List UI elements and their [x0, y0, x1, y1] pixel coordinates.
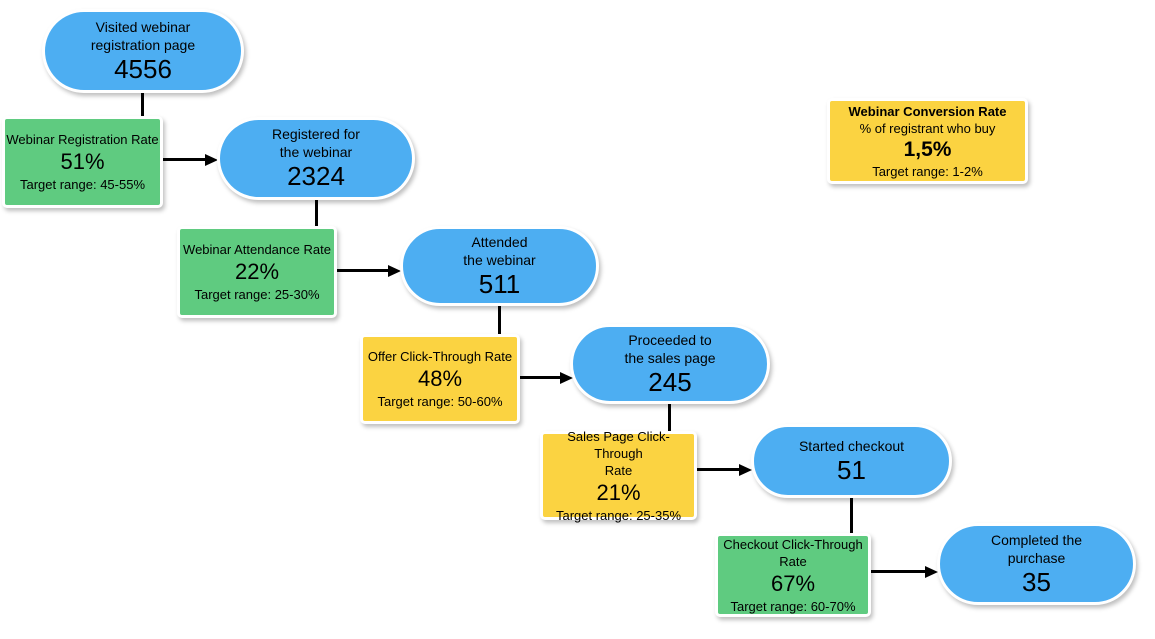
rate-target-range: Target range: 60-70% — [730, 598, 856, 614]
node-label: Completed the purchase — [990, 531, 1083, 566]
node-label: Started checkout — [798, 437, 905, 454]
rate-value: 48% — [417, 366, 463, 391]
connector-checkout-to-checkout-rate — [850, 497, 853, 534]
arrow-shaft — [337, 269, 388, 272]
node-proceeded-to-sales-page: Proceeded to the sales page 245 — [570, 324, 770, 404]
node-value: 35 — [1022, 566, 1051, 597]
rate-value: 51% — [60, 149, 105, 174]
rate-title: Webinar Conversion Rate — [848, 103, 1007, 119]
arrow-shaft — [520, 376, 560, 379]
rate-value: 21% — [596, 479, 641, 505]
rate-box-webinar-conversion-rate: Webinar Conversion Rate % of registrant … — [827, 98, 1028, 184]
arrow-shaft — [871, 570, 925, 573]
node-value: 2324 — [287, 161, 345, 191]
node-visited-registration-page: Visited webinar registration page 4556 — [42, 9, 244, 93]
rate-box-webinar-registration-rate: Webinar Registration Rate 51% Target ran… — [2, 116, 163, 208]
arrow-head-icon — [388, 264, 401, 277]
rate-value: 1,5% — [903, 137, 952, 161]
rate-target-range: Target range: 45-55% — [19, 177, 146, 192]
node-started-checkout: Started checkout 51 — [751, 424, 952, 498]
arrow-registration-rate-to-registered — [163, 153, 218, 166]
rate-title: Checkout Click-Through Rate — [723, 536, 863, 569]
arrow-shaft — [163, 158, 205, 161]
rate-title: Webinar Registration Rate — [6, 132, 159, 147]
arrow-salespage-rate-to-checkout — [697, 463, 752, 476]
rate-target-range: Target range: 25-30% — [194, 287, 320, 302]
rate-value: 67% — [770, 570, 816, 596]
node-value: 245 — [648, 366, 692, 397]
node-label: Attended the webinar — [463, 233, 536, 268]
rate-subtitle: % of registrant who buy — [859, 120, 996, 136]
arrow-attendance-rate-to-attended — [337, 264, 401, 277]
arrow-head-icon — [205, 153, 218, 166]
arrow-head-icon — [925, 565, 938, 578]
rate-target-range: Target range: 25-35% — [555, 507, 682, 523]
node-label: Registered for the webinar — [272, 126, 360, 160]
rate-box-checkout-click-through-rate: Checkout Click-Through Rate 67% Target r… — [715, 533, 871, 617]
arrow-checkout-rate-to-purchase — [871, 565, 938, 578]
rate-title: Offer Click-Through Rate — [367, 349, 513, 364]
node-label: Proceeded to the sales page — [624, 331, 716, 366]
connector-registered-to-attendance-rate — [315, 199, 318, 227]
rate-box-offer-click-through-rate: Offer Click-Through Rate 48% Target rang… — [360, 334, 520, 424]
rate-title: Sales Page Click-Through Rate — [567, 428, 670, 478]
node-registered-for-webinar: Registered for the webinar 2324 — [217, 117, 415, 200]
arrow-offer-rate-to-salespage — [520, 371, 573, 384]
rate-target-range: Target range: 50-60% — [377, 394, 503, 409]
rate-box-sales-page-click-through-rate: Sales Page Click-Through Rate 21% Target… — [540, 428, 697, 523]
node-value: 511 — [478, 268, 521, 299]
rate-title: Webinar Attendance Rate — [183, 242, 331, 257]
rate-target-range: Target range: 1-2% — [872, 163, 983, 179]
rate-value: 22% — [234, 259, 280, 284]
rate-box-webinar-attendance-rate: Webinar Attendance Rate 22% Target range… — [177, 226, 337, 318]
node-completed-purchase: Completed the purchase 35 — [937, 523, 1136, 605]
node-attended-webinar: Attended the webinar 511 — [400, 226, 599, 306]
connector-visited-to-registration-rate — [141, 92, 144, 118]
connector-salespage-to-salespage-rate — [668, 403, 671, 432]
connector-attended-to-offer-rate — [498, 305, 501, 335]
arrow-head-icon — [739, 463, 752, 476]
node-value: 4556 — [114, 53, 172, 84]
node-label: Visited webinar registration page — [90, 18, 196, 53]
arrow-head-icon — [560, 371, 573, 384]
node-value: 51 — [837, 454, 866, 485]
arrow-shaft — [697, 468, 739, 471]
